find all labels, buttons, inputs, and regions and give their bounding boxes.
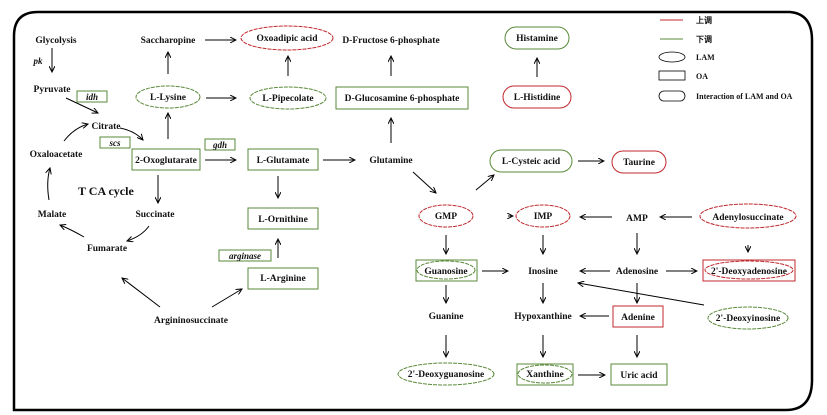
legend-oa-rect [658, 70, 686, 81]
node-pill-histidine [502, 85, 572, 109]
legend-lam-ellipse [658, 51, 686, 63]
node-pill-taurine [611, 150, 667, 174]
node-box-ornithine [247, 207, 319, 230]
legend-interaction-label: Interaction of LAM and OA [696, 92, 793, 101]
node-oxaloacetate: Oxaloacetate [30, 150, 83, 160]
node-box-xanthine [516, 363, 574, 386]
node-box-guanosine [415, 259, 478, 282]
enzyme-box-scs [99, 136, 131, 149]
node-adenine: Adenine [621, 313, 655, 323]
arrow-argininosuccinate-fumarate [122, 278, 161, 308]
enzyme-idh: idh [86, 92, 98, 102]
node-deoxyadenosine: 2'-Deoxyadenosine [711, 267, 787, 277]
node-pyruvate: Pyruvate [34, 85, 71, 95]
legend: 上调 下调 LAM OA Interaction of LAM and OA [658, 15, 793, 102]
node-glycolysis: Glycolysis [35, 36, 76, 46]
arrow-glutamine-gmp [412, 171, 436, 193]
node-citrate: Citrate [91, 122, 120, 132]
node-oxoadipic: Oxoadipic acid [257, 34, 319, 44]
enzyme-arginase: arginase [229, 251, 261, 261]
tca-cycle-label: T CA cycle [78, 184, 134, 198]
enzyme-pk: pk [33, 56, 44, 66]
enzyme-box-arginase [218, 249, 272, 262]
node-oxoglutarate: 2-Oxoglutarate [135, 156, 197, 166]
node-pill-histamine [504, 26, 570, 50]
node-box-glucosamine6p [335, 86, 469, 110]
node-box-oxoglutarate [131, 148, 201, 171]
node-hypoxanthine: Hypoxanthine [514, 312, 572, 322]
node-ellipse-adenylosuccinate [699, 203, 797, 229]
enzyme-box-idh [76, 90, 108, 103]
node-ellipse-lysine [135, 85, 201, 109]
node-xanthine: Xanthine [526, 370, 563, 380]
enzyme-scs: scs [109, 138, 121, 148]
node-glutamine: Glutamine [369, 156, 412, 166]
node-arginine: L-Arginine [260, 274, 305, 284]
legend-down-label: 下调 [696, 34, 712, 44]
node-pill-cysteic [489, 149, 573, 173]
legend-interaction-shape [658, 90, 686, 102]
arrow-fumarate-malate [60, 225, 85, 238]
node-argininosuccinate: Argininosuccinate [154, 316, 228, 326]
node-ellipse-imp [515, 204, 571, 228]
node-adenosine: Adenosine [616, 267, 658, 277]
node-lysine: L-Lysine [150, 93, 186, 103]
arrow-malate-oxaloacetate [48, 168, 50, 201]
node-box-glutamate [247, 148, 319, 171]
arrow-succinate-fumarate [127, 225, 150, 241]
node-histidine: L-Histidine [514, 93, 560, 103]
node-box-uric [610, 363, 668, 386]
node-ellipse-deoxyinosine [707, 306, 789, 330]
node-box-adenine [612, 305, 664, 328]
node-ellipse-deoxyguanosine [397, 362, 495, 386]
node-amp: AMP [626, 214, 648, 224]
node-imp: IMP [534, 212, 553, 222]
node-gmp: GMP [435, 212, 457, 222]
node-ellipse-gmp [418, 204, 474, 228]
arrow-argininosuccinate-arginine [211, 289, 242, 308]
node-taurine: Taurine [623, 158, 655, 168]
legend-lam-label: LAM [696, 53, 715, 62]
arrow-glutamine-cysteic [475, 175, 494, 191]
node-guanosine: Guanosine [424, 267, 467, 277]
node-box-deoxyadenosine [702, 259, 796, 282]
node-box-arginine [247, 267, 319, 290]
node-glutamate: L-Glutamate [257, 156, 310, 166]
arrow-pyruvate-citrate [65, 97, 98, 113]
diagram-frame [12, 10, 814, 412]
node-malate: Malate [38, 210, 67, 220]
node-pipecolate: L-Pipecolate [262, 94, 313, 104]
node-ellipse-guanosine [416, 260, 476, 280]
node-adenylosuccinate: Adenylosuccinate [712, 213, 783, 223]
node-cysteic: L-Cysteic acid [502, 157, 561, 167]
node-uric: Uric acid [620, 371, 658, 381]
node-fructose6p: D-Fructose 6-phosphate [342, 36, 439, 46]
node-deoxyinosine: 2'-Deoxyinosine [716, 314, 780, 324]
enzyme-box-gdh [204, 138, 236, 151]
node-succinate: Succinate [135, 210, 174, 220]
arrow-deoxyinosine-inosine [578, 283, 705, 306]
legend-oa-label: OA [696, 72, 708, 81]
node-inosine: Inosine [528, 267, 558, 277]
node-glucosamine6p: D-Glucosamine 6-phosphate [345, 94, 460, 104]
node-histamine: Histamine [516, 34, 558, 44]
enzyme-gdh: gdh [212, 140, 227, 150]
node-saccharopine: Saccharopine [141, 36, 196, 46]
node-ellipse-pipecolate [249, 86, 327, 110]
legend-up-label: 上调 [696, 15, 712, 25]
node-ellipse-xanthine [517, 364, 573, 384]
arrow-oxaloacetate-citrate [63, 124, 88, 142]
node-guanine: Guanine [429, 312, 464, 322]
node-ellipse-oxoadipic [240, 25, 334, 51]
node-ornithine: L-Ornithine [258, 215, 308, 225]
node-fumarate: Fumarate [87, 244, 127, 254]
arrow-citrate-oxoglutarate [119, 127, 143, 140]
node-ellipse-deoxyadenosine [704, 260, 794, 280]
node-deoxyguanosine: 2'-Deoxyguanosine [408, 370, 485, 380]
